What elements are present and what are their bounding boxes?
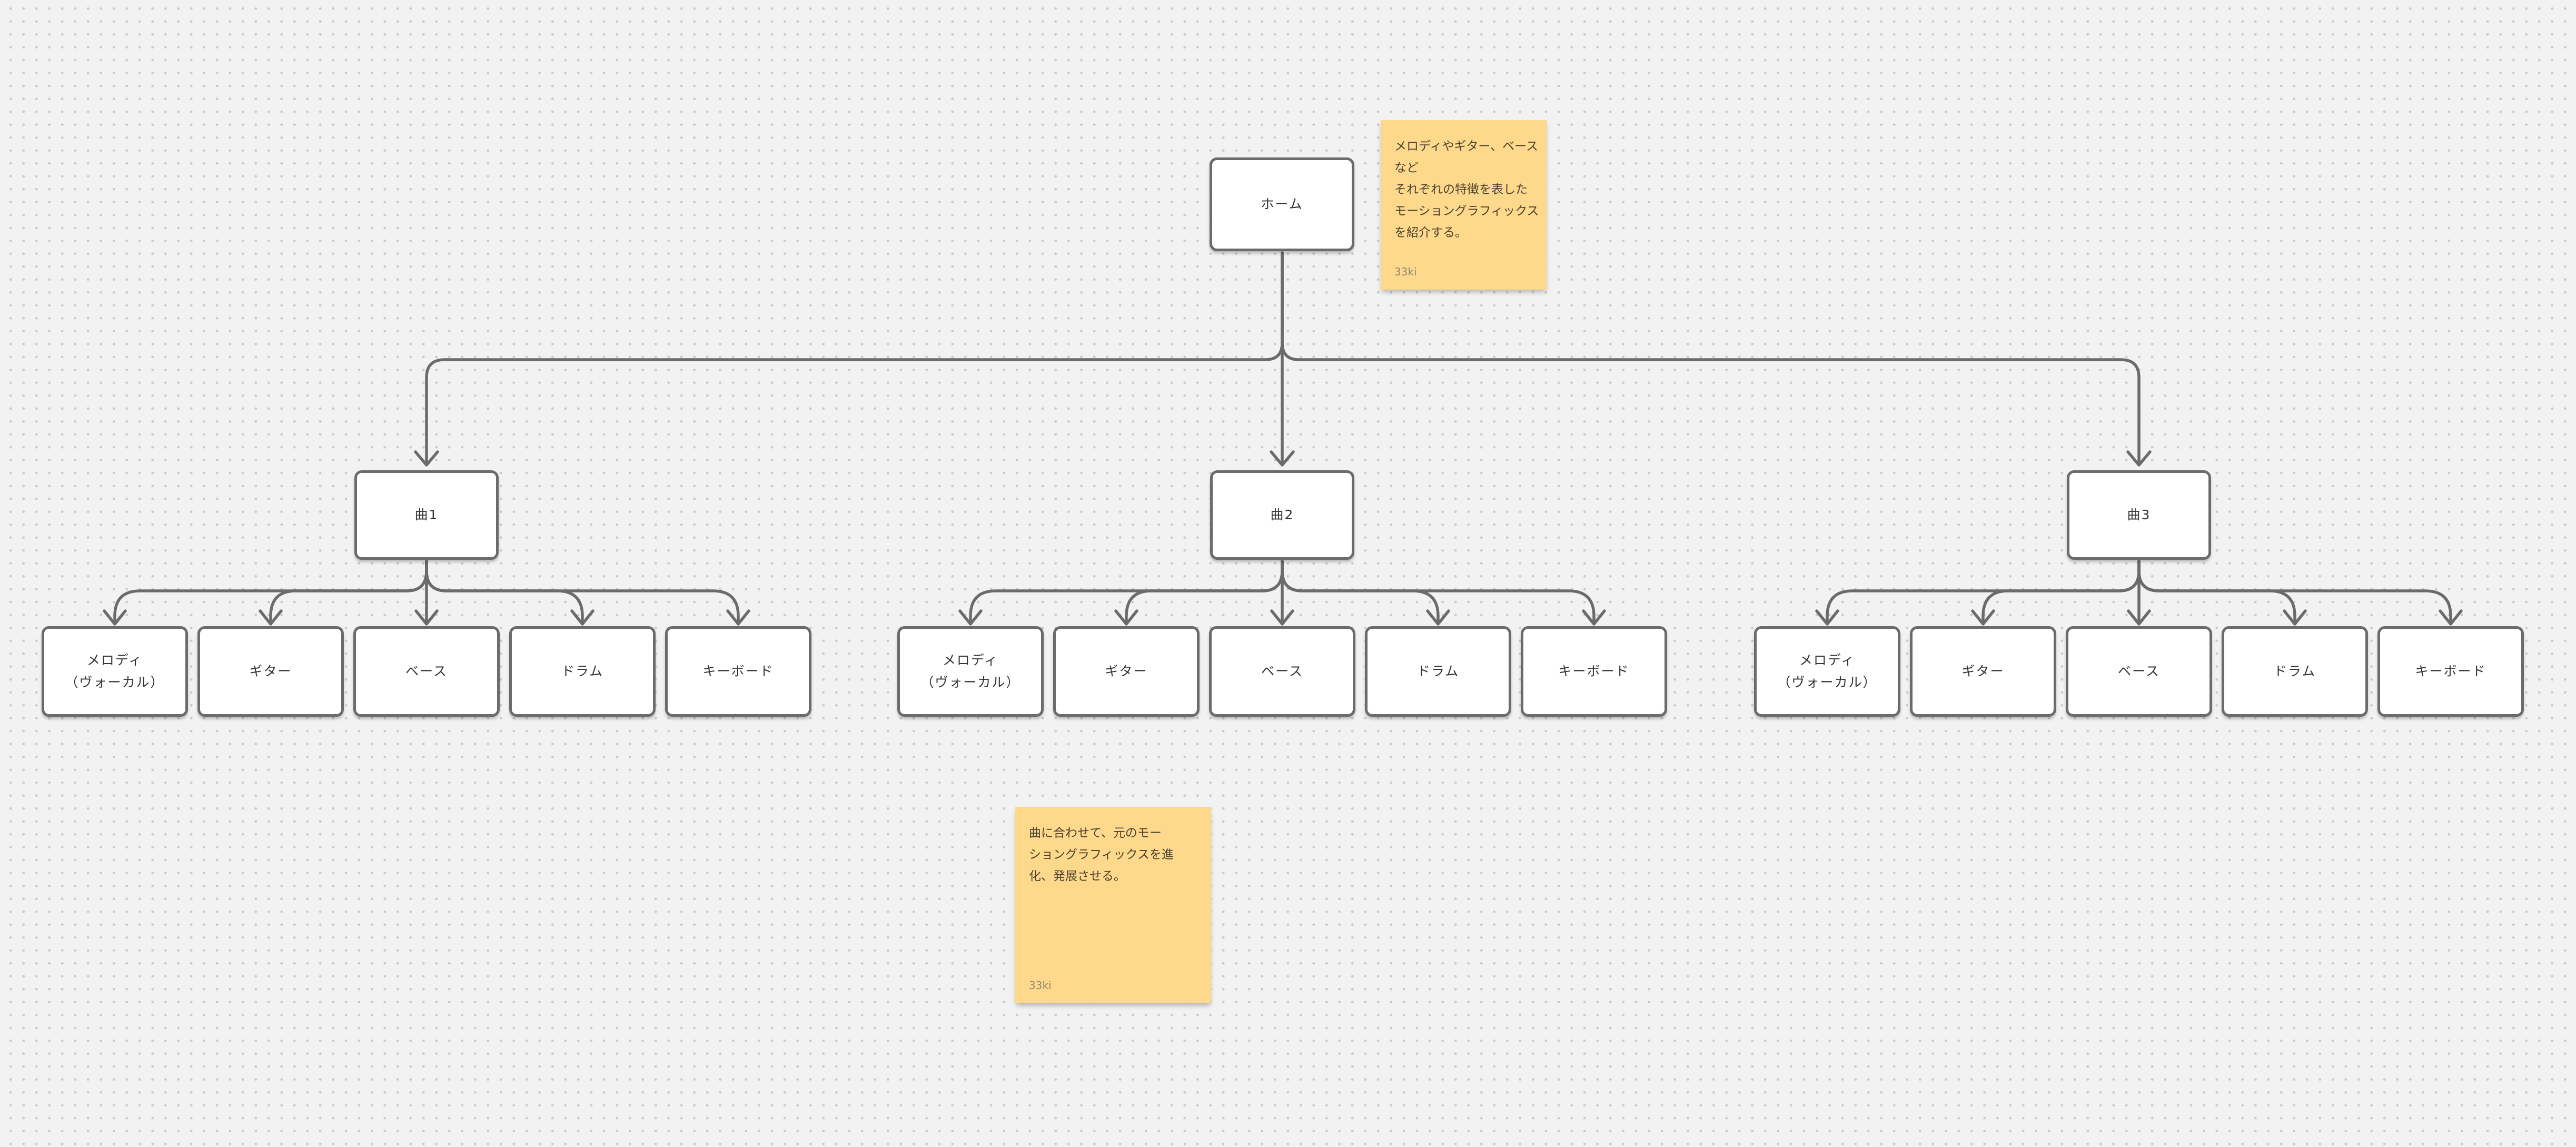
sticky-note-intro[interactable]: メロディやギター、ベース など それぞれの特徴を表した モーショングラフィックス… [1381, 120, 1547, 290]
connector-arrow[interactable] [425, 560, 595, 626]
node-instrument-bass[interactable]: ベース [353, 626, 500, 717]
node-instrument-bass[interactable]: ベース [1209, 626, 1355, 717]
node-instrument-drums[interactable]: ドラム [1365, 626, 1511, 717]
node-label: ベース [2118, 664, 2160, 679]
node-label: 曲1 [414, 507, 439, 522]
node-label: ドラム [561, 664, 604, 679]
node-instrument-melody-vocal[interactable]: メロディ （ヴォーカル） [1754, 626, 1900, 717]
node-label: 曲3 [2127, 507, 2151, 522]
sticky-note-text: メロディやギター、ベース など それぞれの特徴を表した モーショングラフィックス… [1394, 140, 1539, 240]
node-label: ギター [249, 664, 292, 679]
connector-arrow[interactable] [1281, 251, 2152, 467]
node-instrument-melody-vocal[interactable]: メロディ （ヴォーカル） [897, 626, 1044, 717]
node-instrument-drums[interactable]: ドラム [509, 626, 656, 717]
node-instrument-melody-vocal[interactable]: メロディ （ヴォーカル） [42, 626, 188, 717]
connector-arrow[interactable] [1114, 560, 1284, 626]
node-label: ベース [405, 664, 448, 679]
connector-arrow[interactable] [1815, 560, 2141, 626]
sticky-note-author: 33ki [1394, 265, 1417, 278]
node-instrument-drums[interactable]: ドラム [2222, 626, 2368, 717]
node-song-1[interactable]: 曲1 [354, 470, 499, 560]
connector-arrow[interactable] [425, 560, 750, 626]
node-label: ドラム [2273, 664, 2316, 679]
node-instrument-keyboard[interactable]: キーボード [665, 626, 811, 717]
sticky-note-evolve[interactable]: 曲に合わせて、元のモー ショングラフィックスを進 化、発展させる。 33ki [1015, 807, 1211, 1003]
connector-arrow[interactable] [103, 560, 428, 626]
connector-arrow[interactable] [958, 560, 1284, 626]
node-home[interactable]: ホーム [1210, 157, 1354, 251]
node-label: ベース [1261, 664, 1303, 679]
node-instrument-keyboard[interactable]: キーボード [1521, 626, 1667, 717]
node-label: キーボード [702, 664, 774, 679]
node-instrument-guitar[interactable]: ギター [1053, 626, 1200, 717]
node-label: メロディ （ヴォーカル） [1777, 652, 1877, 690]
connector-arrow[interactable] [259, 560, 428, 626]
node-label: ギター [1105, 664, 1148, 679]
node-instrument-guitar[interactable]: ギター [1910, 626, 2056, 717]
node-label: ドラム [1416, 664, 1460, 679]
node-instrument-bass[interactable]: ベース [2066, 626, 2212, 717]
node-song-3[interactable]: 曲3 [2067, 470, 2211, 560]
sticky-note-text: 曲に合わせて、元のモー ショングラフィックスを進 化、発展させる。 [1029, 826, 1174, 883]
connector-arrow[interactable] [1971, 560, 2141, 626]
node-label: メロディ （ヴォーカル） [920, 652, 1021, 690]
node-label: メロディ （ヴォーカル） [65, 652, 165, 690]
sticky-note-author: 33ki [1029, 979, 1052, 992]
connector-arrow[interactable] [414, 251, 1284, 467]
node-label: ホーム [1261, 196, 1303, 212]
connector-arrow[interactable] [2137, 560, 2463, 626]
node-instrument-guitar[interactable]: ギター [197, 626, 344, 717]
node-song-2[interactable]: 曲2 [1210, 470, 1354, 560]
node-label: 曲2 [1270, 507, 1294, 522]
connector-arrow[interactable] [1281, 560, 1450, 626]
node-label: ギター [1961, 664, 2005, 679]
connector-arrow[interactable] [2137, 560, 2307, 626]
node-label: キーボード [2415, 664, 2486, 679]
node-label: キーボード [1558, 664, 1630, 679]
node-instrument-keyboard[interactable]: キーボード [2377, 626, 2524, 717]
connector-arrow[interactable] [1281, 560, 1606, 626]
